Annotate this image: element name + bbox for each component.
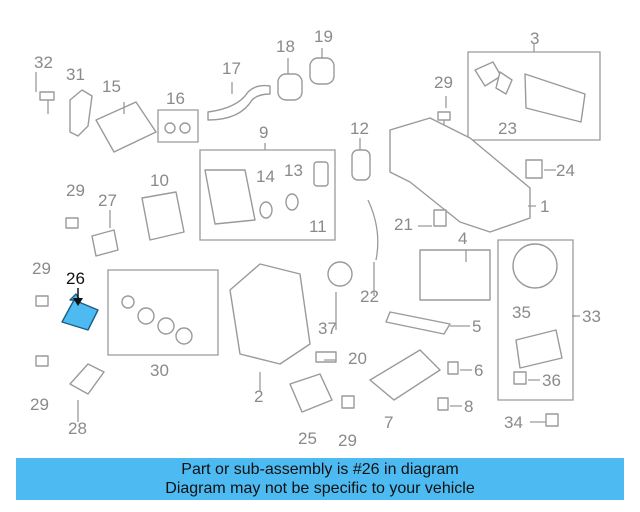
part-11-sensor [313, 161, 329, 187]
part-31-bracket [69, 89, 93, 137]
group-box-16 [157, 109, 199, 143]
group-box-30 [107, 269, 219, 356]
part-29-bolt-c [65, 217, 79, 229]
callout-14: 14 [256, 167, 275, 186]
part-1-heater-case [389, 117, 531, 233]
callout-18: 18 [276, 37, 295, 56]
callout-29-b: 29 [66, 181, 85, 200]
part-34-bolt [545, 413, 559, 427]
part-16-clips [164, 122, 191, 134]
part-5-seal [385, 311, 451, 335]
part-10-frame [141, 191, 185, 241]
part-12-actuator [351, 149, 371, 181]
group-box-9 [199, 143, 336, 241]
part-32-bolt [39, 91, 55, 114]
callout-27: 27 [98, 191, 117, 210]
callout-36: 36 [542, 371, 561, 390]
part-4-filter [419, 249, 491, 301]
part-19-gasket [309, 57, 335, 85]
callout-30: 30 [150, 361, 169, 380]
callout-17: 17 [222, 59, 241, 78]
callout-11: 11 [309, 217, 327, 236]
callout-24: 24 [556, 161, 575, 180]
group-box-3 [467, 44, 601, 141]
part-25-module [289, 373, 333, 413]
part-29-bolt-d [35, 295, 49, 307]
part-37-actuator [327, 261, 353, 287]
callout-37: 37 [318, 319, 337, 338]
callout-33: 33 [582, 307, 601, 326]
part-29-bolt-b [341, 395, 355, 409]
callout-21: 21 [394, 215, 413, 234]
part-9-door [204, 169, 256, 225]
part-24-bracket [525, 159, 543, 179]
callout-3: 3 [530, 29, 539, 48]
callout-29-e: 29 [338, 431, 357, 450]
part-35-resistor [515, 329, 563, 369]
part-13-ring [285, 193, 299, 211]
part-28-bracket [69, 363, 105, 395]
callout-12: 12 [350, 119, 369, 138]
callout-7: 7 [384, 413, 393, 432]
callout-20: 20 [348, 349, 367, 368]
callout-6: 6 [474, 361, 483, 380]
part-18-gasket [277, 73, 303, 101]
part-30-kit [121, 295, 193, 345]
callout-25: 25 [298, 429, 317, 448]
callout-34: 34 [504, 413, 523, 432]
caption-line-1: Part or sub-assembly is #26 in diagram [181, 461, 459, 478]
part-15-evaporator [95, 101, 157, 153]
callout-9: 9 [259, 123, 268, 142]
callout-26-arrowhead [73, 298, 83, 306]
callout-29-d: 29 [30, 395, 49, 414]
part-33-blower [512, 243, 558, 289]
parts-diagram: 1 2 3 4 5 6 7 8 9 10 11 12 13 14 15 16 1… [30, 27, 601, 450]
callout-28: 28 [68, 419, 87, 438]
part-27-bracket [91, 229, 119, 257]
callout-23: 23 [498, 119, 517, 138]
callout-32: 32 [34, 53, 53, 72]
callout-10: 10 [150, 171, 169, 190]
callout-26: 26 [66, 269, 85, 288]
part-6-screw [447, 361, 459, 375]
callout-5: 5 [472, 317, 481, 336]
part-36-bolt [513, 371, 527, 385]
part-21-bolt [433, 209, 447, 227]
part-14-ring [259, 201, 273, 219]
part-8-screw [437, 397, 449, 411]
callout-16: 16 [166, 89, 185, 108]
callout-8: 8 [464, 397, 473, 416]
callout-4: 4 [458, 229, 467, 248]
callout-13: 13 [284, 161, 303, 180]
part-3-kit [474, 61, 586, 123]
callout-29-c: 29 [32, 259, 51, 278]
part-17-pipe [207, 84, 271, 121]
part-29-bolt-e [35, 355, 49, 367]
callout-15: 15 [102, 77, 121, 96]
leader-lines [35, 48, 576, 423]
part-22-rod [367, 199, 379, 261]
callout-31: 31 [66, 65, 85, 84]
callout-1: 1 [540, 197, 549, 216]
caption-banner: Part or sub-assembly is #26 in diagram D… [16, 458, 624, 500]
callout-35: 35 [512, 303, 531, 322]
callout-2: 2 [254, 387, 263, 406]
callout-29-a: 29 [434, 73, 453, 92]
part-2-case [229, 263, 311, 365]
callout-19: 19 [314, 27, 333, 46]
callout-22: 22 [360, 287, 379, 306]
caption-line-2: Diagram may not be specific to your vehi… [165, 480, 475, 497]
part-7-tray [369, 349, 441, 401]
